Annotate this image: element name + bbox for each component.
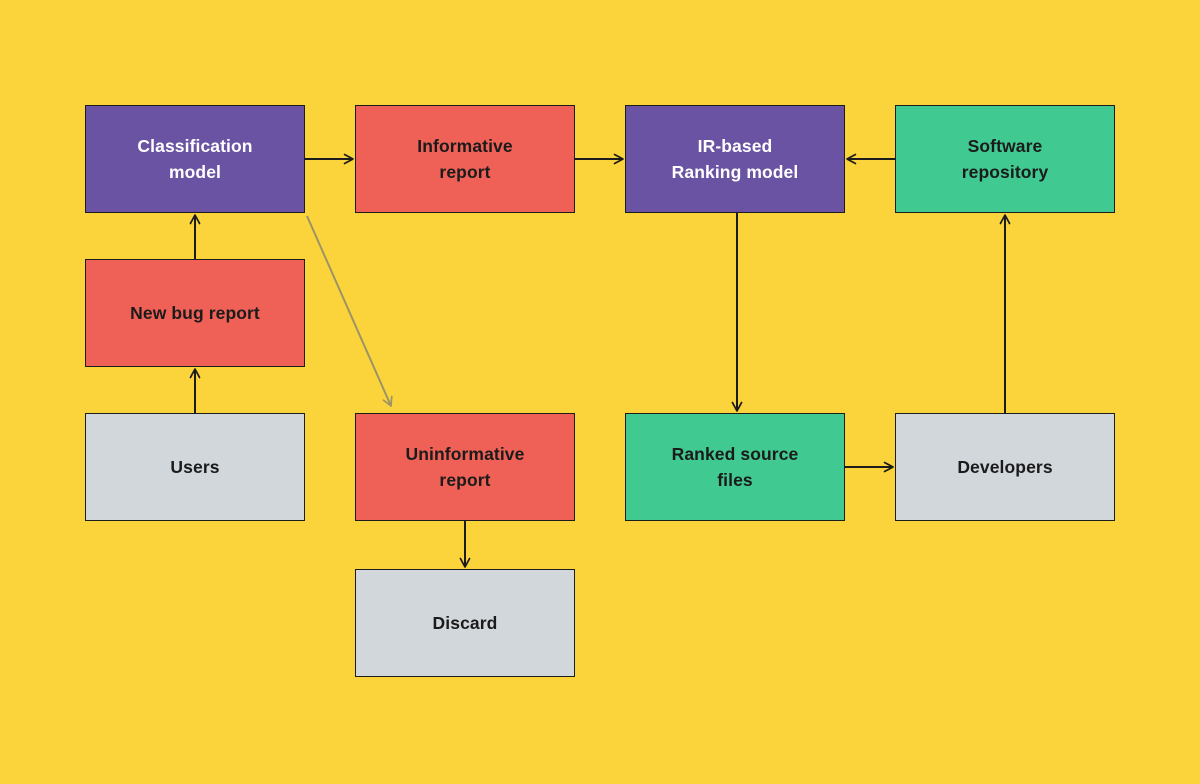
node-users[interactable]: Users: [85, 413, 305, 521]
node-uninformative-report[interactable]: Uninformative report: [355, 413, 575, 521]
node-software-repository[interactable]: Software repository: [895, 105, 1115, 213]
node-label: Developers: [957, 457, 1053, 477]
node-label: Discard: [432, 613, 498, 633]
node-label: Classification model: [137, 136, 253, 182]
node-informative-report[interactable]: Informative report: [355, 105, 575, 213]
node-classification-model[interactable]: Classification model: [85, 105, 305, 213]
node-ranked-source-files[interactable]: Ranked source files: [625, 413, 845, 521]
node-label: Users: [170, 457, 220, 477]
node-label: Informative report: [417, 136, 513, 182]
node-label: Software repository: [961, 136, 1049, 182]
node-label: Ranked source files: [671, 444, 799, 490]
node-discard[interactable]: Discard: [355, 569, 575, 677]
node-developers[interactable]: Developers: [895, 413, 1115, 521]
edge-classification-model-to-uninformative-report: [306, 215, 393, 407]
node-new-bug-report[interactable]: New bug report: [85, 259, 305, 367]
node-label: Uninformative report: [405, 444, 525, 490]
node-label: IR-based Ranking model: [671, 136, 799, 182]
node-ir-based-ranking-model[interactable]: IR-based Ranking model: [625, 105, 845, 213]
node-label: New bug report: [130, 303, 260, 323]
